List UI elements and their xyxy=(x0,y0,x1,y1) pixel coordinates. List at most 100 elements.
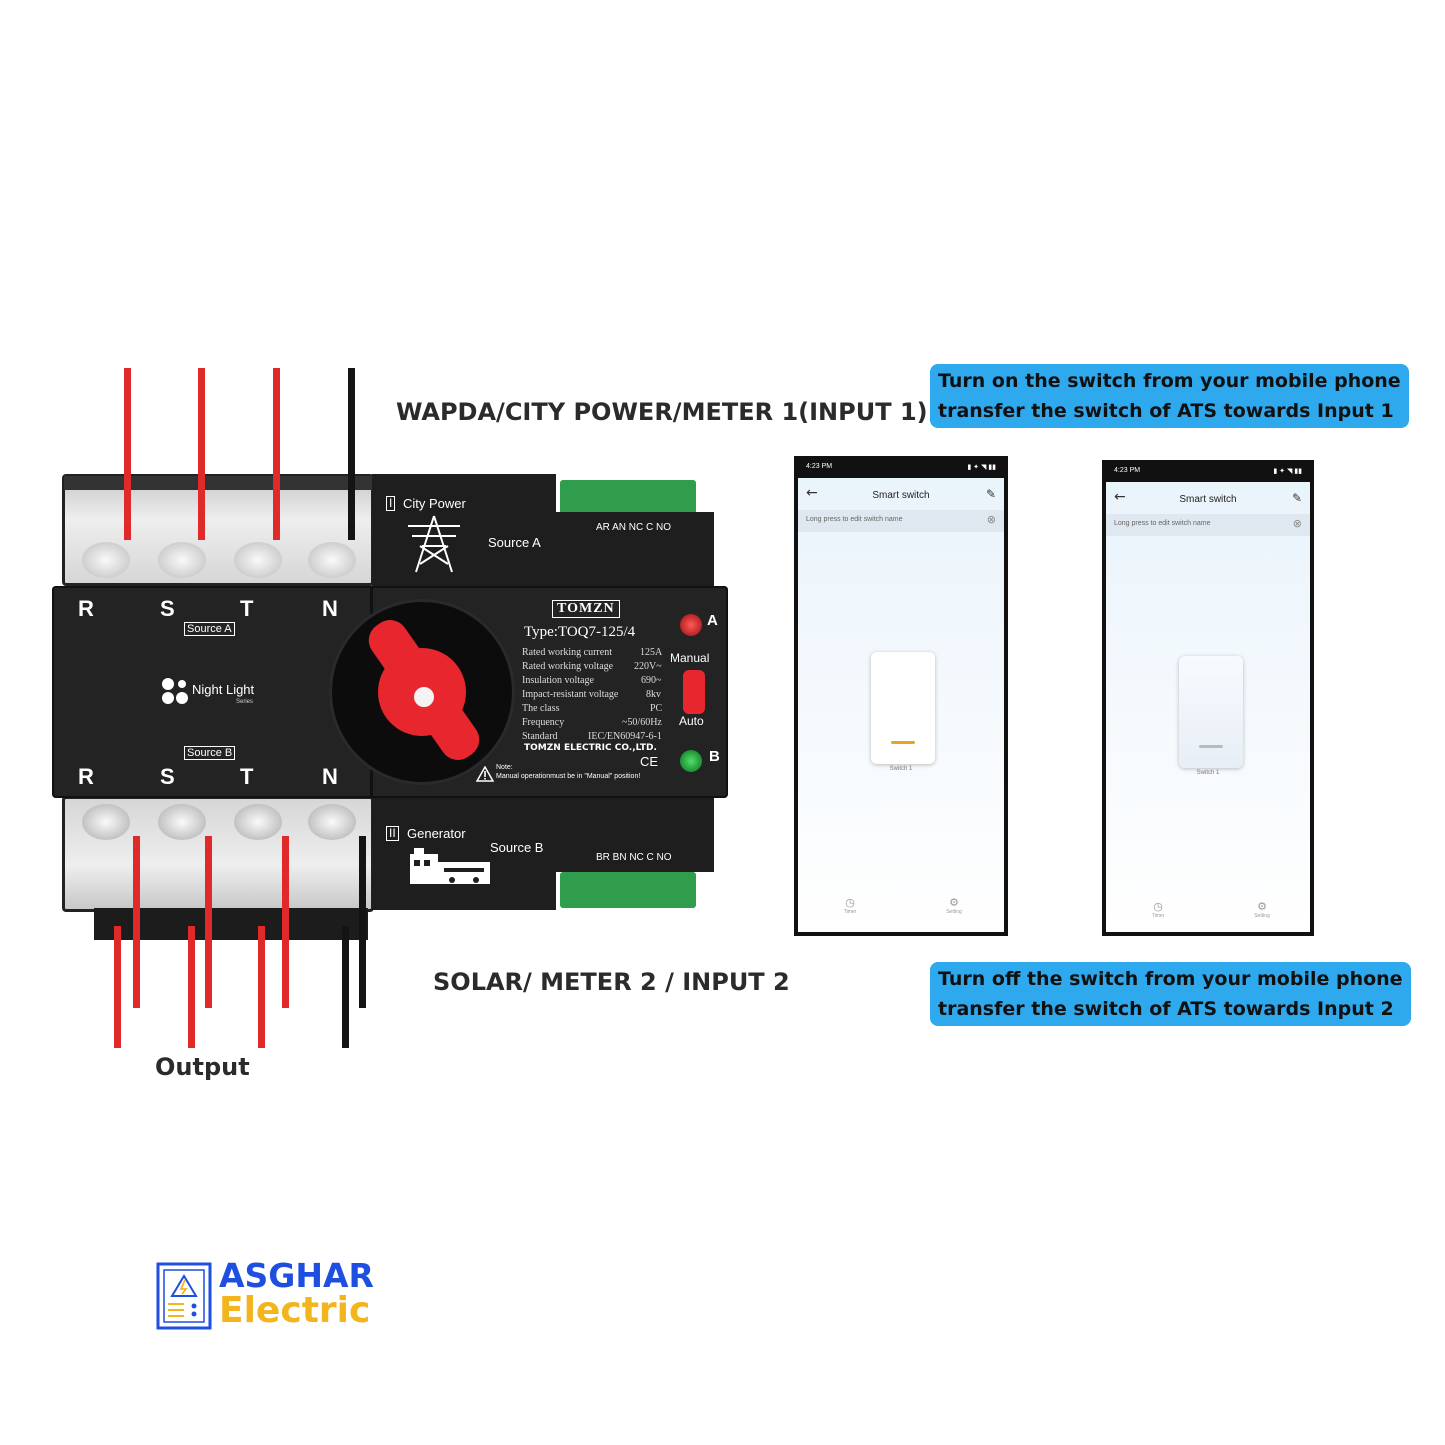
spec-label: Rated working voltage xyxy=(522,661,614,672)
hint-text: Long press to edit switch name xyxy=(1114,520,1211,527)
connector-b xyxy=(560,872,696,908)
status-time: 4:23 PM xyxy=(806,463,833,470)
spec-label: Standard xyxy=(522,731,558,742)
tab-timer[interactable]: ◷ Timer xyxy=(840,896,860,915)
company-label: TOMZN ELECTRIC CO.,LTD. xyxy=(524,743,657,753)
wire-t-in xyxy=(273,368,280,540)
phase-n-top: N xyxy=(322,596,338,621)
wire-s-out xyxy=(188,926,195,1048)
note-title: Note: xyxy=(496,764,513,771)
timer-icon: ◷ xyxy=(845,896,855,909)
gear-icon: ⚙ xyxy=(1257,900,1267,913)
source-a-module xyxy=(372,474,556,588)
switch-label: Switch 1 xyxy=(889,766,913,772)
callout-on-line2: transfer the switch of ATS towards Input… xyxy=(938,400,1394,422)
generator-number: II xyxy=(386,826,399,841)
tab-setting-label: Setting xyxy=(1254,913,1270,919)
phase-n-bottom: N xyxy=(322,764,338,789)
back-arrow-icon[interactable]: ← xyxy=(806,485,818,501)
close-circle-icon[interactable]: ⊗ xyxy=(986,513,996,526)
app-title: Smart switch xyxy=(1179,494,1237,505)
wire-r-input2 xyxy=(133,836,140,1008)
smart-switch-toggle[interactable] xyxy=(1179,656,1243,768)
edit-icon[interactable]: ✎ xyxy=(1291,491,1302,505)
night-light-label: Night Light xyxy=(192,682,255,697)
city-power-label: City Power xyxy=(403,496,466,511)
tab-timer-label: Timer xyxy=(1151,913,1165,919)
wire-t-out xyxy=(258,926,265,1048)
wire-s-in xyxy=(198,368,205,540)
smart-switch-toggle[interactable] xyxy=(871,652,935,764)
spec-value: 220V~ xyxy=(634,661,662,672)
note-text: Manual operationmust be in "Manual" posi… xyxy=(496,773,641,780)
wire-n-out xyxy=(342,926,349,1048)
tab-timer[interactable]: ◷ Timer xyxy=(1148,900,1168,919)
bottom-terminal-screw xyxy=(158,804,206,840)
terminals-b-label: BR BN NC C NO xyxy=(596,852,672,863)
mode-selector[interactable] xyxy=(683,670,705,714)
tab-setting[interactable]: ⚙ Setting xyxy=(944,896,964,915)
generator-icon xyxy=(410,848,490,884)
phone-screen-off: 4:23 PM ▮ ✦ ◥ ▮▮ ← Smart switch ✎ Long p… xyxy=(1102,460,1314,936)
edit-icon[interactable]: ✎ xyxy=(985,487,996,501)
phase-s-bottom: S xyxy=(160,764,175,789)
input2-label: SOLAR/ METER 2 / INPUT 2 xyxy=(433,968,790,996)
bottom-terminal-screw xyxy=(308,804,356,840)
wire-n-in xyxy=(348,368,355,540)
callout-switch-off: Turn off the switch from your mobile pho… xyxy=(930,962,1411,1026)
connector-a xyxy=(560,480,696,516)
hint-text: Long press to edit switch name xyxy=(806,516,903,523)
terminals-a-label: AR AN NC C NO xyxy=(596,522,672,533)
led-b xyxy=(680,750,702,772)
manual-label: Manual xyxy=(670,651,710,665)
brand-label: TOMZN xyxy=(552,600,620,618)
status-bar: 4:23 PM ▮ ✦ ◥ ▮▮ xyxy=(798,460,1004,478)
spec-label: Impact-resistant voltage xyxy=(522,689,619,700)
status-bar: 4:23 PM ▮ ✦ ◥ ▮▮ xyxy=(1106,464,1310,482)
spec-value: PC xyxy=(650,703,663,714)
tab-setting-label: Setting xyxy=(946,909,962,915)
auto-label: Auto xyxy=(679,714,704,728)
top-terminal-screw xyxy=(82,542,130,578)
bottom-terminal-screw xyxy=(82,804,130,840)
indicator-a-label: A xyxy=(707,612,718,629)
spec-value: 690~ xyxy=(641,675,662,686)
top-terminal-rim xyxy=(64,476,372,490)
bottom-terminal-screw xyxy=(234,804,282,840)
gear-icon: ⚙ xyxy=(949,896,959,909)
phase-s-top: S xyxy=(160,596,175,621)
led-a xyxy=(680,614,702,636)
night-light-logo-icon xyxy=(162,678,188,704)
hint-bar: Long press to edit switch name ⊗ xyxy=(1106,514,1310,536)
timer-icon: ◷ xyxy=(1153,900,1163,913)
status-icons: ▮ ✦ ◥ ▮▮ xyxy=(967,464,996,471)
top-terminal-screw xyxy=(158,542,206,578)
spec-value: ~50/60Hz xyxy=(622,717,662,728)
source-a-label: Source A xyxy=(488,535,541,550)
electric-panel-icon xyxy=(156,1262,212,1330)
phase-t-top: T xyxy=(240,596,254,621)
phase-t-bottom: T xyxy=(240,764,254,789)
spec-value: 125A xyxy=(640,647,663,658)
wire-n-input2 xyxy=(359,836,366,1008)
callout-switch-on: Turn on the switch from your mobile phon… xyxy=(930,364,1409,428)
callout-off-line1: Turn off the switch from your mobile pho… xyxy=(938,968,1403,990)
type-label: Type:TOQ7-125/4 xyxy=(524,624,636,640)
tab-timer-label: Timer xyxy=(843,909,857,915)
close-circle-icon[interactable]: ⊗ xyxy=(1292,517,1302,530)
source-a-module-right xyxy=(552,512,714,588)
status-icons: ▮ ✦ ◥ ▮▮ xyxy=(1273,468,1302,475)
tab-setting[interactable]: ⚙ Setting xyxy=(1252,900,1272,919)
phase-r-bottom: R xyxy=(78,764,94,789)
logo-line2: Electric xyxy=(219,1290,371,1331)
switch-label: Switch 1 xyxy=(1196,770,1220,776)
source-b-label: Source B xyxy=(490,840,544,855)
wire-t-input2 xyxy=(282,836,289,1008)
back-arrow-icon[interactable]: ← xyxy=(1114,489,1126,505)
phone-screen-on: 4:23 PM ▮ ✦ ◥ ▮▮ ← Smart switch ✎ Long p… xyxy=(794,456,1008,936)
spec-label: Rated working current xyxy=(522,647,612,658)
warning-icon xyxy=(476,766,494,782)
ce-mark: CE xyxy=(640,754,659,769)
logo-line1: ASGHAR xyxy=(219,1256,374,1295)
input1-label: WAPDA/CITY POWER/METER 1(INPUT 1) xyxy=(396,398,928,426)
